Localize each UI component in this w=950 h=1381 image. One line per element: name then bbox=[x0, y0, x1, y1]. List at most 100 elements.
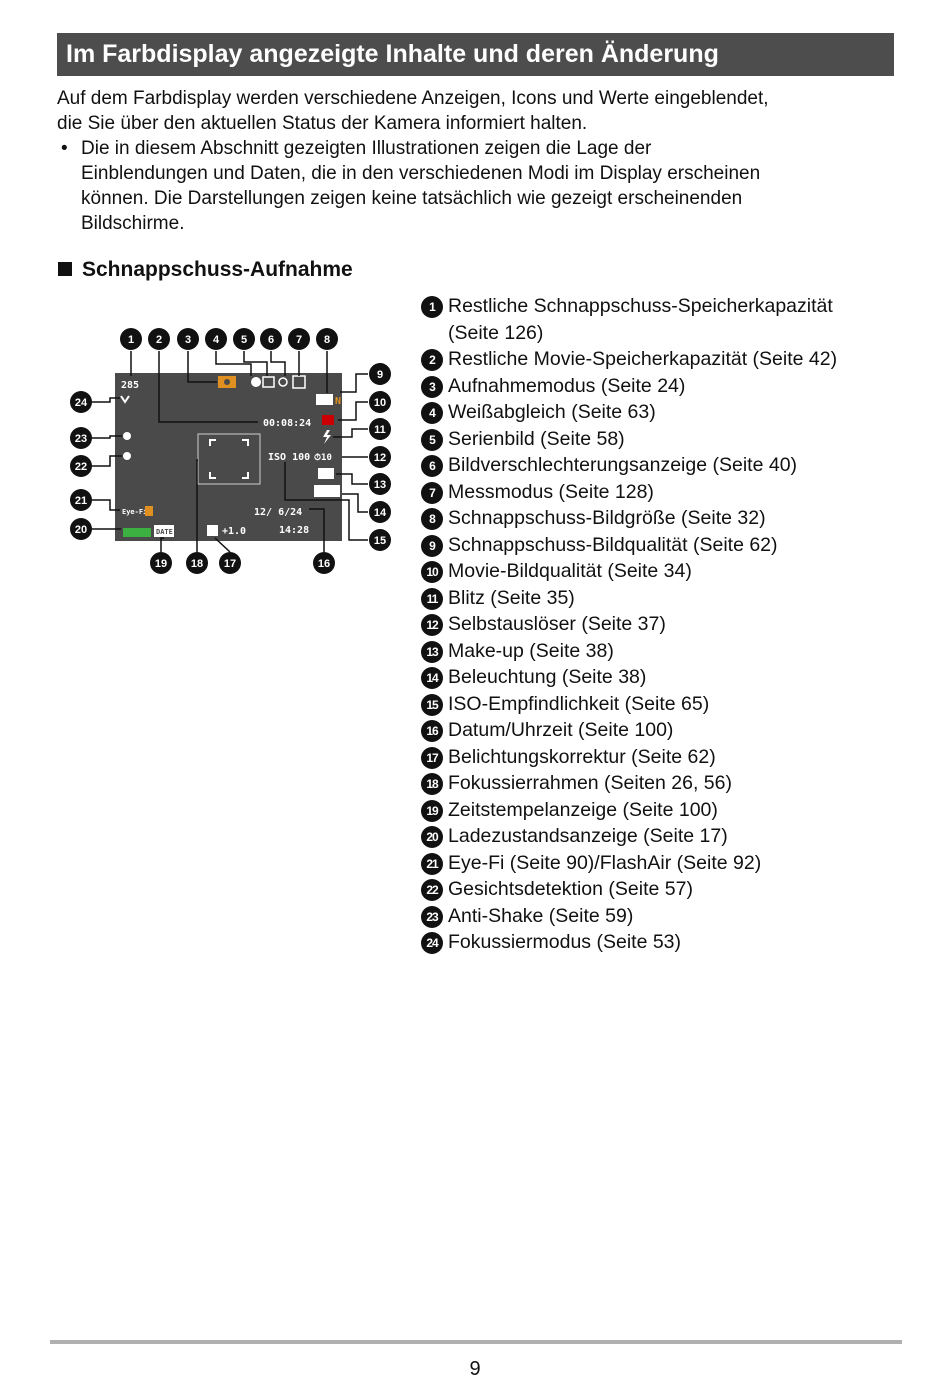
legend-text: Movie-Bildqualität (Seite 34) bbox=[448, 560, 692, 582]
callout-3: 3 bbox=[177, 328, 199, 350]
footer-divider bbox=[50, 1340, 902, 1344]
section-heading: Schnappschuss-Aufnahme bbox=[58, 258, 353, 282]
illumination-icon bbox=[314, 485, 340, 497]
callout-24: 24 bbox=[70, 391, 92, 413]
legend-number: 20 bbox=[421, 826, 443, 848]
display-diagram: 285 00:08:24 ISO 100 12/ 6/24 14:28 +1.0… bbox=[60, 320, 400, 585]
anti-shake-icon bbox=[123, 432, 131, 440]
eye-fi-text: Eye-Fi bbox=[122, 508, 147, 516]
svg-text:10: 10 bbox=[374, 397, 386, 409]
legend-number: 23 bbox=[421, 905, 443, 928]
callout-14: 14 bbox=[369, 501, 391, 523]
image-quality-icon: N bbox=[335, 396, 341, 407]
callout-22: 22 bbox=[70, 455, 92, 477]
legend-text: Gesichtsdetektion (Seite 57) bbox=[448, 878, 693, 900]
callout-19: 19 bbox=[150, 552, 172, 574]
legend-number: 7 bbox=[421, 481, 443, 504]
legend-text: Messmodus (Seite 128) bbox=[448, 480, 654, 503]
white-balance-icon bbox=[251, 377, 261, 387]
svg-text:13: 13 bbox=[374, 479, 386, 491]
bullet-note: • Die in diesem Abschnitt gezeigten Illu… bbox=[57, 136, 907, 236]
bullet-mark: • bbox=[61, 138, 68, 159]
legend-text: Beleuchtung (Seite 38) bbox=[448, 666, 647, 688]
svg-text:5: 5 bbox=[241, 334, 247, 346]
callout-23: 23 bbox=[70, 427, 92, 449]
legend-number: 24 bbox=[421, 932, 443, 954]
svg-text:17: 17 bbox=[224, 558, 236, 570]
exposure-icon bbox=[207, 525, 218, 536]
svg-text:2: 2 bbox=[156, 334, 162, 346]
page-number: 9 bbox=[469, 1358, 481, 1380]
movie-quality-icon bbox=[322, 415, 334, 425]
legend-number: 12 bbox=[421, 614, 443, 636]
section-title: Schnappschuss-Aufnahme bbox=[82, 258, 353, 281]
bullet-line: können. Die Darstellungen zeigen keine t… bbox=[81, 188, 743, 209]
callout-5: 5 bbox=[233, 328, 255, 350]
legend-number: 9 bbox=[421, 534, 443, 557]
camera-screen-diagram: 285 00:08:24 ISO 100 12/ 6/24 14:28 +1.0… bbox=[70, 328, 391, 574]
intro-text: Auf dem Farbdisplay werden verschiedene … bbox=[57, 86, 907, 236]
square-bullet-icon bbox=[58, 262, 72, 276]
callout-8: 8 bbox=[316, 328, 338, 350]
face-detection-icon bbox=[123, 452, 131, 460]
legend-text: Make-up (Seite 38) bbox=[448, 639, 614, 662]
date-text: 12/ 6/24 bbox=[254, 507, 302, 518]
legend-text: Serienbild (Seite 58) bbox=[448, 427, 625, 450]
svg-text:12: 12 bbox=[374, 452, 386, 464]
time-text: 14:28 bbox=[279, 525, 309, 536]
bullet-line: Bildschirme. bbox=[81, 213, 185, 234]
callout-21: 21 bbox=[70, 489, 92, 511]
bullet-line: Die in diesem Abschnitt gezeigten Illust… bbox=[81, 138, 652, 159]
zoom-icon bbox=[278, 377, 288, 387]
svg-text:7: 7 bbox=[296, 334, 302, 346]
legend-text: Datum/Uhrzeit (Seite 100) bbox=[448, 719, 674, 741]
legend-number: 6 bbox=[421, 455, 443, 477]
svg-text:6: 6 bbox=[268, 334, 274, 346]
svg-text:3: 3 bbox=[185, 334, 191, 346]
continuous-shot-icon bbox=[262, 376, 275, 388]
svg-text:24: 24 bbox=[75, 397, 88, 409]
callout-15: 15 bbox=[369, 529, 391, 551]
flash-icon bbox=[323, 430, 331, 444]
legend-text: Eye-Fi (Seite 90)/FlashAir (Seite 92) bbox=[448, 851, 762, 874]
legend-number: 16 bbox=[421, 720, 443, 742]
intro-line: die Sie über den aktuellen Status der Ka… bbox=[57, 113, 588, 134]
svg-text:1: 1 bbox=[128, 334, 134, 346]
callout-12: 12 bbox=[369, 446, 391, 468]
legend-text: Selbstauslöser (Seite 37) bbox=[448, 613, 666, 635]
legend-number: 15 bbox=[421, 693, 443, 716]
svg-text:20: 20 bbox=[75, 524, 87, 536]
callout-4: 4 bbox=[205, 328, 227, 350]
bullet-line: Einblendungen und Daten, die in den vers… bbox=[81, 163, 761, 184]
svg-text:21: 21 bbox=[75, 495, 87, 507]
callout-1: 1 bbox=[120, 328, 142, 350]
exposure-value-text: +1.0 bbox=[222, 526, 246, 537]
date-stamp-icon bbox=[154, 525, 174, 537]
legend-text: ISO-Empfindlichkeit (Seite 65) bbox=[448, 692, 710, 715]
legend-number: 10 bbox=[421, 561, 443, 583]
legend-text: Ladezustandsanzeige (Seite 17) bbox=[448, 825, 728, 847]
battery-icon bbox=[123, 528, 151, 537]
legend-text: Schnappschuss-Bildgröße (Seite 32) bbox=[448, 507, 766, 529]
remaining-shots-text: 285 bbox=[121, 380, 139, 391]
legend-text: Fokussierrahmen (Seiten 26, 56) bbox=[448, 772, 732, 794]
svg-text:16: 16 bbox=[318, 558, 330, 570]
legend-number: 19 bbox=[421, 799, 443, 822]
callout-2: 2 bbox=[148, 328, 170, 350]
legend-number: 5 bbox=[421, 428, 443, 451]
svg-text:8: 8 bbox=[324, 334, 330, 346]
svg-text:15: 15 bbox=[374, 535, 386, 547]
leader-lines bbox=[92, 351, 368, 553]
callout-6: 6 bbox=[260, 328, 282, 350]
